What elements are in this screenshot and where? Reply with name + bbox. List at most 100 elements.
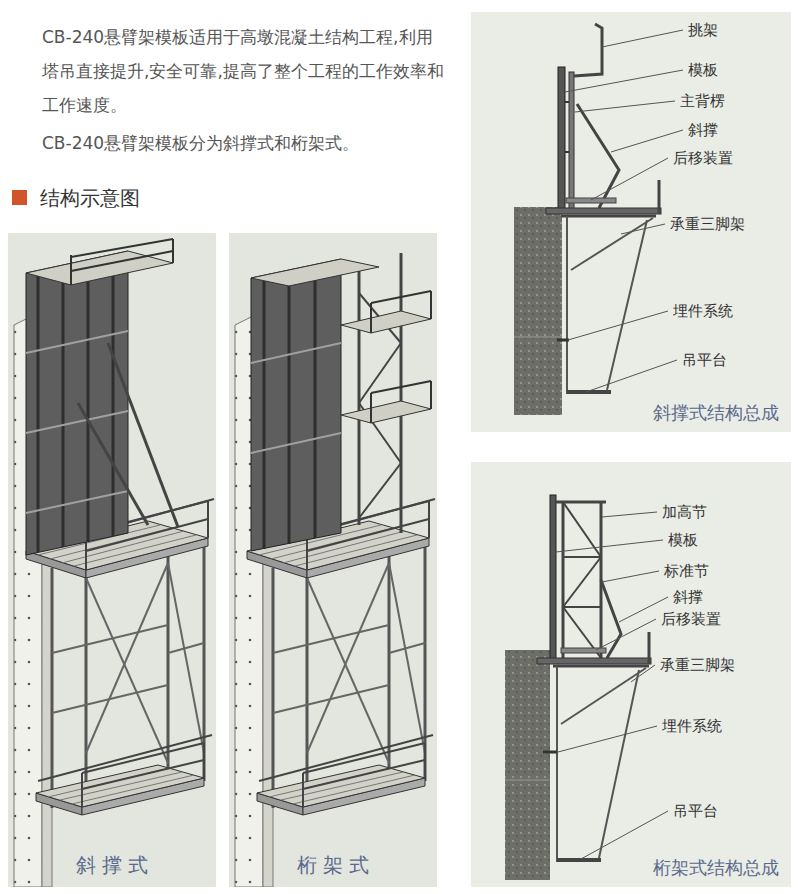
top-walkway (26, 251, 173, 285)
top-walkway (26, 239, 173, 285)
truss-frame (563, 556, 601, 558)
overhang-frame (574, 24, 619, 208)
concrete-wall (505, 650, 550, 880)
formwork (569, 72, 574, 210)
panel-caption: 桁架式结构总成 (653, 857, 779, 879)
truss-frame (562, 502, 565, 658)
formwork (565, 151, 569, 153)
illustration-panel: 斜 撑 式 (8, 233, 216, 887)
truss-frame (359, 343, 401, 403)
platform-bracket (557, 339, 569, 342)
cross-brace (52, 563, 204, 763)
platform-bracket (561, 215, 656, 218)
panel-caption: 斜撑式结构总成 (653, 402, 779, 424)
diagonal-strut (78, 343, 178, 527)
formwork-panel (263, 275, 266, 549)
overhang-frame (577, 104, 619, 208)
truss-platform (370, 303, 372, 333)
formwork-panel (314, 264, 317, 538)
leader-line (581, 811, 668, 859)
leader-line (586, 360, 677, 392)
cross-brace (86, 578, 168, 763)
formwork-panel (288, 270, 291, 544)
leader-line (591, 158, 668, 200)
isometric-illustration (8, 233, 216, 887)
part-label: 吊平台 (673, 801, 718, 821)
leader-line (565, 30, 683, 392)
formwork (565, 101, 569, 103)
truss-frame (400, 253, 403, 533)
diagonal-strut (108, 343, 178, 527)
truss-frame (359, 253, 401, 533)
truss-platform (371, 291, 431, 303)
hanging-platform (36, 765, 204, 815)
platform-bracket (566, 216, 568, 394)
lower-rail (81, 773, 83, 807)
platform-bracket (648, 632, 651, 664)
panel-caption: 桁 架 式 (297, 853, 370, 877)
leader-line (602, 30, 683, 47)
formwork-panel (26, 411, 128, 433)
part-label: 加高节 (662, 502, 707, 522)
part-label: 承重三脚架 (660, 655, 735, 675)
part-label: 埋件系统 (673, 301, 733, 321)
formwork-panel (26, 331, 128, 353)
truss-frame (563, 557, 601, 607)
part-label: 后移装置 (661, 609, 721, 629)
cross-brace (86, 563, 168, 753)
cross-brace (168, 563, 204, 753)
formwork-panel (251, 433, 341, 453)
isometric-illustration (229, 233, 437, 887)
leader-line (556, 540, 663, 552)
part-label: 主背楞 (680, 91, 725, 111)
leader-line (558, 726, 657, 752)
platform-bracket (607, 220, 647, 390)
section-heading: 结构示意图 (40, 186, 140, 210)
leader-line (611, 130, 683, 152)
section-drawing (471, 462, 791, 887)
truss-platform (370, 393, 372, 423)
part-label: 斜撑 (673, 587, 703, 607)
part-label: 后移装置 (673, 148, 733, 168)
truss-frame (358, 263, 361, 525)
truss-platform (341, 311, 431, 333)
leader-line (602, 571, 659, 582)
formwork (550, 495, 556, 660)
illustration-panel: 桁架式结构总成 (471, 462, 791, 887)
platform-bracket (553, 665, 649, 668)
truss-platform (430, 291, 432, 319)
panel-caption: 斜 撑 式 (76, 853, 149, 877)
part-label: 挑架 (688, 20, 718, 40)
leader-line (631, 665, 655, 682)
formwork (558, 67, 565, 210)
formwork-panel (26, 491, 128, 513)
formwork-panel (251, 259, 341, 551)
formwork-panel (264, 264, 315, 549)
platform-bracket (543, 751, 557, 754)
formwork-panel (26, 251, 128, 555)
illustration-panel: 桁 架 式 (229, 233, 437, 887)
platform-bracket (566, 198, 616, 203)
leader-line (596, 619, 656, 650)
concrete-wall (514, 337, 562, 338)
leader-line (575, 101, 675, 112)
hanging-platform (60, 772, 182, 800)
top-walkway (71, 251, 173, 271)
formwork-panel (251, 343, 341, 363)
truss-platform (341, 401, 431, 423)
concrete-wall (505, 780, 550, 781)
diagonal-strut (78, 403, 148, 525)
intro-paragraph: CB-240悬臂架模板适用于高墩混凝土结构工程,利用塔吊直接提升,安全可靠,提高… (42, 20, 444, 122)
platform-bracket (557, 858, 601, 862)
platform-bracket (546, 180, 661, 394)
part-label: 承重三脚架 (670, 214, 745, 234)
truss-frame (359, 463, 401, 518)
truss-platform (430, 381, 432, 409)
cross-brace (52, 625, 168, 653)
formwork-panel (251, 343, 341, 453)
leader-line (621, 224, 665, 234)
truss-platform (251, 259, 431, 423)
platform-bracket (658, 180, 661, 214)
formwork-panel (26, 251, 128, 555)
part-label: 模板 (668, 530, 698, 550)
